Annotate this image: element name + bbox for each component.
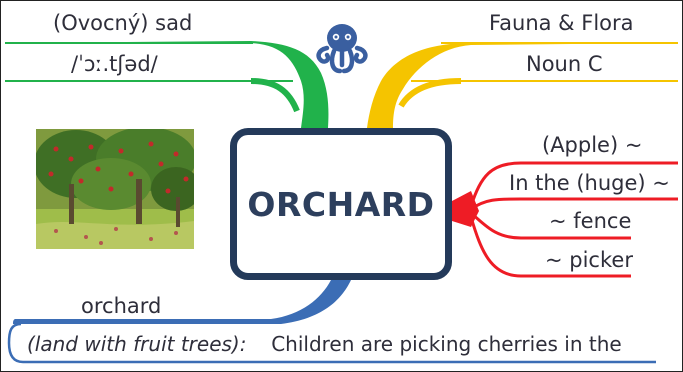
definition-line[interactable]: (land with fruit trees): Children are pi… (27, 334, 622, 354)
definition-word[interactable]: orchard (81, 294, 162, 318)
category-label[interactable]: Fauna & Flora (489, 11, 634, 35)
blue-bracket (7, 322, 656, 364)
collocation-2[interactable]: In the (huge) ~ (509, 171, 670, 195)
blue-branch (13, 280, 351, 324)
orchard-photo (36, 129, 194, 249)
red-branch-4 (469, 216, 631, 278)
red-branch-3 (470, 211, 631, 240)
collocation-3[interactable]: ~ fence (549, 209, 632, 233)
red-branch-1 (469, 161, 678, 207)
collocation-1[interactable]: (Apple) ~ (542, 133, 643, 157)
yellow-branch (367, 43, 678, 128)
example-sentence: Children are picking cherries in the (271, 332, 622, 356)
grammar-label[interactable]: Noun C (526, 52, 603, 76)
pronunciation-label[interactable]: /ˈɔː.tʃəd/ (71, 52, 158, 76)
octopus-icon (312, 21, 372, 77)
definition-text: (land with fruit trees): (27, 332, 247, 356)
central-topic[interactable]: ORCHARD (230, 128, 452, 280)
green-branch (5, 41, 329, 128)
central-word: ORCHARD (247, 184, 435, 224)
collocation-4[interactable]: ~ picker (545, 248, 633, 272)
translation-label[interactable]: (Ovocný) sad (53, 11, 193, 35)
red-branch-2 (470, 197, 678, 211)
